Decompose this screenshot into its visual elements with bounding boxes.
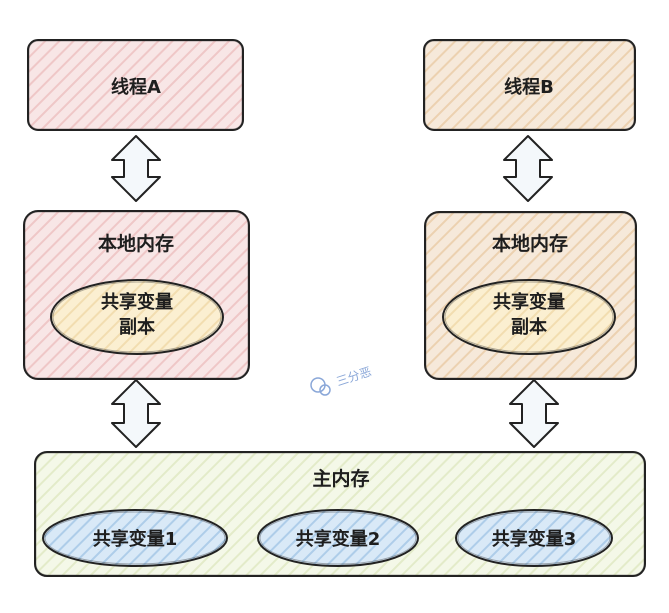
double-arrow-icon [503,135,553,202]
local-memory-b: 本地内存 共享变量 副本 [424,211,637,380]
local-memory-b-title: 本地内存 [492,232,568,255]
shared-variable-2-label: 共享变量2 [296,528,381,550]
shared-variable-3-label: 共享变量3 [492,528,577,550]
double-arrow-icon [111,379,161,448]
double-arrow-icon [509,379,559,448]
local-memory-a: 本地内存 共享变量 副本 [23,210,250,380]
watermark: 三分恶 [310,364,374,396]
copy-b-line2: 副本 [511,316,547,338]
watermark-icon [310,377,331,396]
local-memory-a-title: 本地内存 [98,232,174,255]
shared-variable-2: 共享变量2 [257,509,419,567]
thread-a-box: 线程A [27,39,244,131]
copy-a-line1: 共享变量 [101,291,173,313]
double-arrow-icon [111,135,161,202]
shared-variable-1-label: 共享变量1 [93,528,178,550]
thread-b-box: 线程B [423,39,636,131]
shared-variable-1: 共享变量1 [42,509,228,567]
copy-b-line1: 共享变量 [493,291,565,313]
thread-b-title: 线程B [504,76,554,98]
copy-a-line2: 副本 [119,316,155,338]
watermark-text: 三分恶 [335,364,374,388]
main-memory-title: 主内存 [312,467,369,490]
shared-variable-3: 共享变量3 [455,509,613,567]
thread-a-title: 线程A [111,76,161,98]
main-memory-box: 主内存 共享变量1 共享变量2 共享变量3 [34,451,646,577]
